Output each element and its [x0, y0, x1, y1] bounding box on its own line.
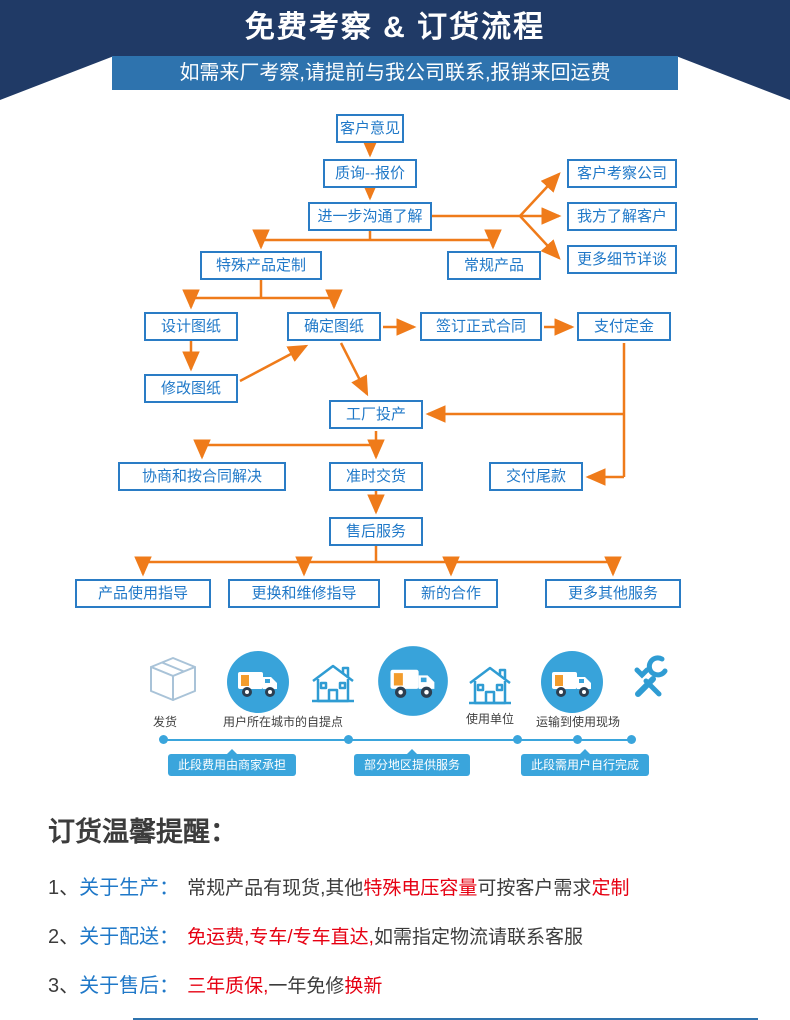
node-pay-deposit: 支付定金: [577, 312, 671, 341]
node-inquiry-quote: 质询--报价: [323, 159, 417, 188]
reminder-item-aftersales: 3、关于售后： 三年质保,一年免修换新: [48, 969, 790, 998]
reminder-text: 如需指定物流请联系客服: [373, 927, 583, 948]
stop-label-pickup: 用户所在城市的自提点: [222, 715, 343, 729]
node-factory-production: 工厂投产: [329, 400, 423, 429]
order-reminder-section: 订货温馨提醒： 1、关于生产：常规产品有现货,其他特殊电压容量可按客户需求定制 …: [0, 798, 790, 1020]
reminder-text-highlight: 免运费,专车/专车直达,: [187, 927, 374, 948]
pickup-house-icon: [312, 664, 354, 703]
node-ontime-delivery: 准时交货: [329, 462, 423, 491]
node-new-cooperation: 新的合作: [404, 579, 498, 608]
delivery-truck-icon: [541, 651, 603, 713]
timeline-tag-partial-service: 部分地区提供服务: [353, 749, 471, 776]
reminder-title: 订货温馨提醒：: [48, 817, 237, 847]
reminder-text-highlight: 三年质保,: [187, 976, 269, 997]
reminder-label: 关于售后：: [79, 975, 180, 997]
reminder-number: 3、: [48, 975, 80, 997]
reminder-text-highlight: 特殊电压容量: [363, 878, 478, 899]
node-understand-client: 我方了解客户: [567, 202, 677, 231]
user-house-icon: [469, 666, 511, 705]
node-modify-drawing: 修改图纸: [144, 374, 238, 403]
timeline-tag-user-complete: 此段需用户自行完成: [520, 749, 650, 776]
delivery-truck-icon: [378, 646, 448, 716]
reminder-label: 关于配送：: [79, 926, 180, 948]
node-further-communication: 进一步沟通了解: [308, 202, 432, 231]
reminder-number: 1、: [48, 877, 80, 899]
node-usage-guidance: 产品使用指导: [75, 579, 211, 608]
stop-label-transport: 运输到使用现场: [535, 715, 620, 729]
timeline-tag-merchant-cost: 此段费用由商家承担: [167, 749, 297, 776]
timeline-dot: [513, 735, 522, 744]
reminder-label: 关于生产：: [79, 877, 180, 899]
node-design-drawing: 设计图纸: [144, 312, 238, 341]
package-icon: [150, 657, 196, 701]
node-confirm-drawing: 确定图纸: [287, 312, 381, 341]
timeline-dot: [159, 735, 168, 744]
page-title: 免费考察 & 订货流程: [244, 11, 546, 44]
node-custom-product: 特殊产品定制: [200, 251, 322, 280]
ribbon-wing-right: [676, 56, 790, 100]
order-flowchart: 客户意见 质询--报价 进一步沟通了解 客户考察公司 我方了解客户 更多细节详谈…: [0, 100, 790, 640]
node-more-services: 更多其他服务: [545, 579, 681, 608]
timeline-dot: [344, 735, 353, 744]
stop-label-shipping: 发货: [152, 715, 177, 729]
logistics-strip: 发货 用户所在城市的自提点 使用单位 运输到使用现场 此段费用由商家承担 部分地…: [0, 646, 790, 798]
delivery-truck-icon: [227, 651, 289, 713]
node-aftersales-service: 售后服务: [329, 517, 423, 546]
reminder-text: 一年免修: [268, 976, 345, 997]
tools-icon: [634, 655, 668, 697]
node-sign-contract: 签订正式合同: [420, 312, 542, 341]
reminder-text-highlight: 换新: [344, 976, 383, 997]
node-pay-balance: 交付尾款: [489, 462, 583, 491]
node-negotiate-contract: 协商和按合同解决: [118, 462, 286, 491]
reminder-text: 可按客户需求: [477, 878, 592, 899]
stop-label-user-unit: 使用单位: [465, 712, 514, 726]
ribbon-wing-left: [0, 56, 114, 100]
node-replacement-repair: 更换和维修指导: [228, 579, 380, 608]
timeline-dot: [573, 735, 582, 744]
node-customer-opinion: 客户意见: [336, 114, 404, 143]
flow-connectors: [134, 137, 626, 577]
reminder-text: 常规产品有现货,其他: [187, 878, 364, 899]
timeline-dot: [627, 735, 636, 744]
header-title-bar: 免费考察 & 订货流程: [0, 0, 790, 56]
reminder-number: 2、: [48, 926, 80, 948]
reminder-item-delivery: 2、关于配送： 免运费,专车/专车直达,如需指定物流请联系客服: [48, 920, 790, 949]
reminder-text-highlight: 定制: [591, 878, 630, 899]
node-regular-product: 常规产品: [447, 251, 541, 280]
node-client-visit-company: 客户考察公司: [567, 159, 677, 188]
reminder-item-production: 1、关于生产： 常规产品有现货,其他特殊电压容量可按客户需求定制: [48, 871, 790, 900]
node-more-details-talk: 更多细节详谈: [567, 245, 677, 274]
header-subtitle: 如需来厂考察,请提前与我公司联系,报销来回运费: [112, 56, 678, 90]
header-banner: 免费考察 & 订货流程 如需来厂考察,请提前与我公司联系,报销来回运费: [0, 0, 790, 100]
timeline-line: [163, 739, 631, 741]
